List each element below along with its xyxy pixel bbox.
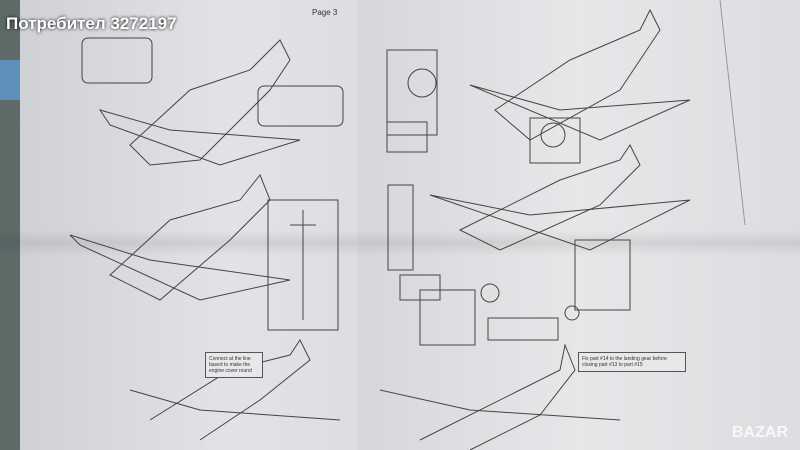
bazar-logo: BAZAR [732,424,788,441]
page-label: Page 3 [312,8,338,17]
sheet-edge [719,0,746,226]
plane-diagram-right-2 [387,144,691,346]
note-landing-gear: Fix part #14 to the landing gear before … [578,352,686,372]
blue-object [0,60,22,100]
plane-diagram-left-2 [69,174,339,331]
instruction-sheet-right [358,0,800,450]
paper-fold [0,230,800,256]
watermark-text: Потребител 3272197 [6,14,177,33]
plane-diagram-right-3 [379,343,621,450]
plane-diagram-left-1 [81,37,344,166]
plane-diagram-right-1 [386,8,691,164]
note-engine-cover: Connect at the line based to make the en… [205,352,263,378]
